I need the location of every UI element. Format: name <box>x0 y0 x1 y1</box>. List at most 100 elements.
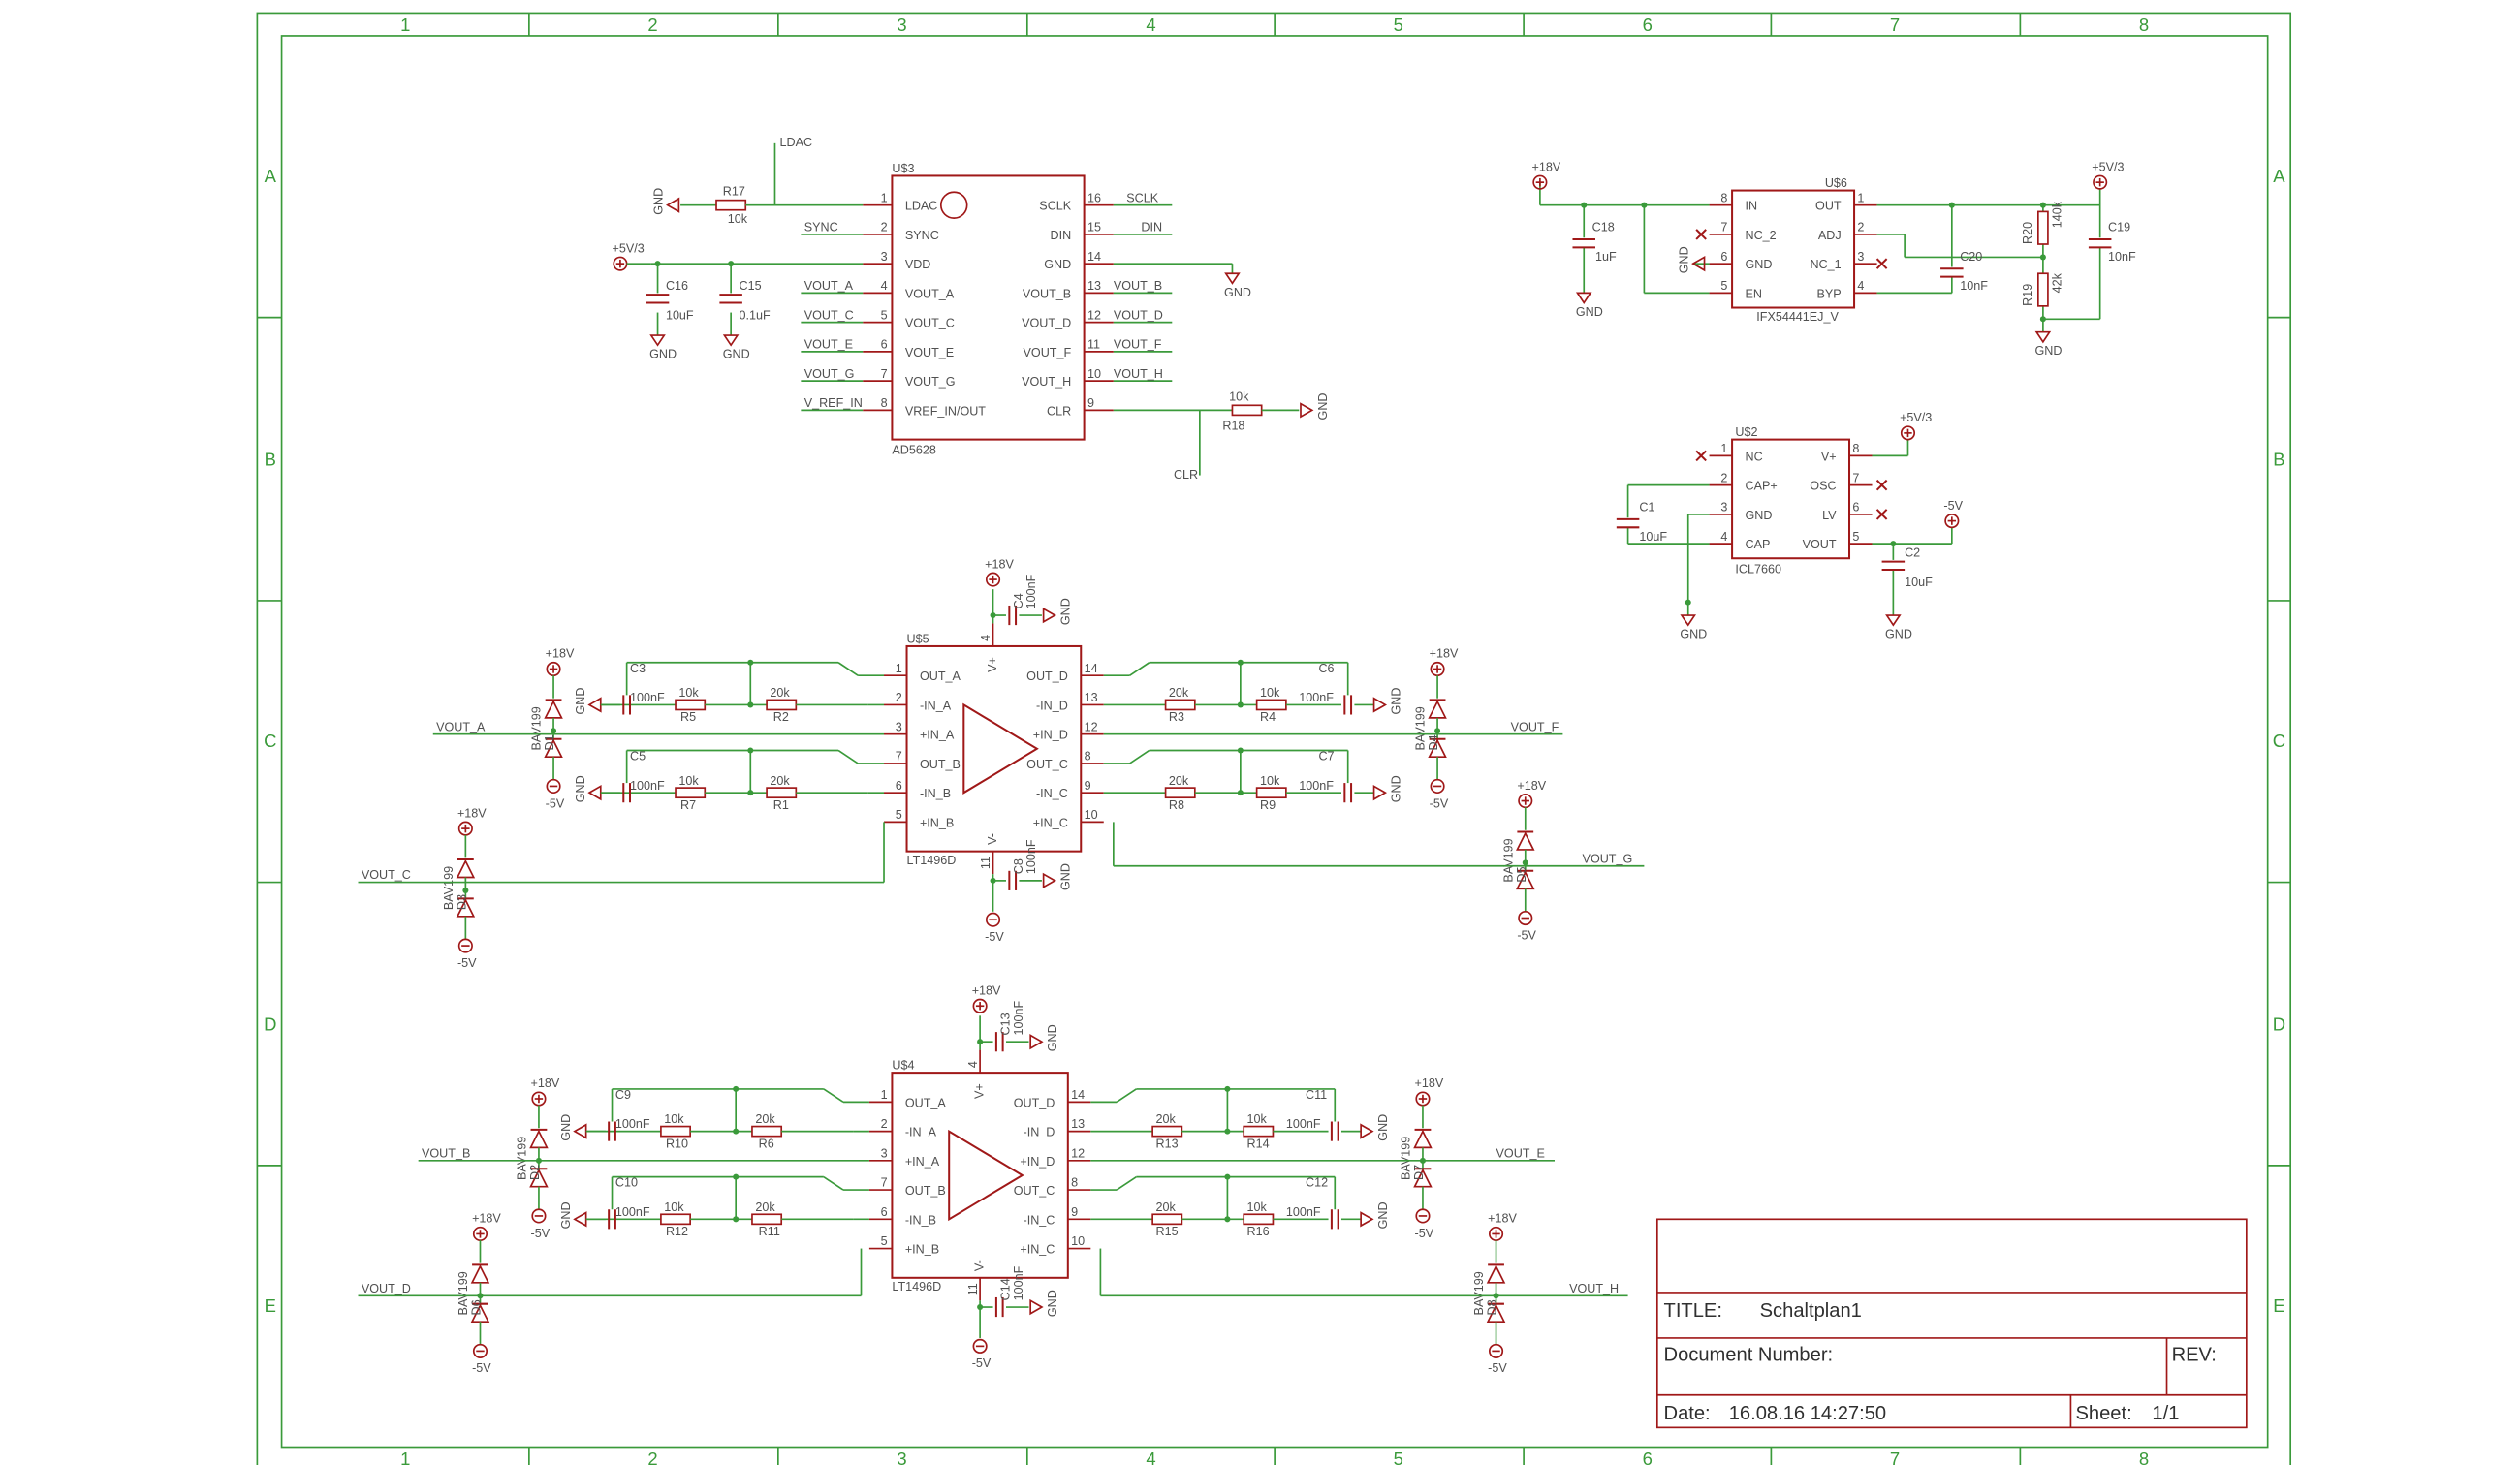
gnd-symbol <box>1029 1034 1044 1050</box>
diode-value: BAV199 <box>530 706 544 750</box>
resistor-name: R16 <box>1247 1225 1270 1238</box>
supply-symbol <box>972 998 988 1013</box>
supply-symbol <box>1430 778 1445 794</box>
r17-resistor: R17 10k <box>680 185 775 226</box>
junction-dot <box>733 1085 740 1092</box>
resistor-R6 <box>751 1125 783 1138</box>
diode-value: BAV199 <box>457 1271 470 1315</box>
u4-pin-name: OUT_D <box>1014 1096 1055 1109</box>
u3-pin-name: VOUT_G <box>905 375 956 389</box>
resistor-R4 <box>1255 699 1287 711</box>
diode-name: D4 <box>1427 734 1440 750</box>
c2-capacitor <box>1881 560 1906 572</box>
sheet-value: 1/1 <box>2152 1403 2179 1424</box>
gnd-symbol <box>1360 1123 1374 1139</box>
net-label: DIN <box>1141 221 1162 234</box>
u5-vminus-label: V- <box>986 833 999 845</box>
c1-value: 10uF <box>1639 530 1667 544</box>
supply-label: +18V <box>1531 160 1560 173</box>
row-label: D <box>2273 1013 2285 1034</box>
u4-pin-name: +IN_C <box>1020 1243 1055 1257</box>
row-label: B <box>265 449 276 469</box>
u3-pin-num: 4 <box>881 279 888 293</box>
u5-pin-name: -IN_B <box>920 787 951 800</box>
u4-pin-num: 13 <box>1071 1117 1085 1131</box>
net-label: VOUT_E <box>804 338 853 352</box>
resistor-value: 20k <box>1156 1200 1177 1214</box>
u2-pin-name: NC <box>1746 450 1763 463</box>
resistor-name: R9 <box>1260 798 1276 812</box>
diode-D4 <box>1428 700 1447 719</box>
u6-pin-name: ADJ <box>1818 229 1842 242</box>
sheet-label: Sheet: <box>2075 1403 2131 1424</box>
u3-pin-num: 13 <box>1087 279 1101 293</box>
supply-label: +5V/3 <box>2092 160 2124 173</box>
u4-pin-num: 7 <box>881 1176 888 1190</box>
net-label-clr: CLR <box>1174 468 1198 482</box>
u3-pin-num: 11 <box>1087 338 1100 352</box>
cap-value: 100nF <box>1286 1205 1321 1219</box>
junction-dot <box>2039 254 2046 261</box>
resistor-R5 <box>675 699 707 711</box>
diode-D1 <box>544 700 563 719</box>
u6-pin-name: IN <box>1746 200 1758 213</box>
diode-value: BAV199 <box>1400 1137 1413 1180</box>
resistor-value: 10k <box>1247 1112 1268 1126</box>
wire <box>1129 749 1150 764</box>
net-label: VOUT_A <box>804 279 854 293</box>
u3-pin-num: 8 <box>881 396 888 410</box>
u3-pin-num: 9 <box>1087 396 1094 410</box>
u3-pin-name: GND <box>1044 258 1071 271</box>
gnd-label: GND <box>1389 688 1402 715</box>
c18-capacitor <box>1572 237 1595 249</box>
supply-label: -5V <box>985 930 1004 944</box>
gnd-symbol <box>1042 872 1057 889</box>
c2-name: C2 <box>1905 546 1920 560</box>
row-label: B <box>2273 449 2284 469</box>
cap-value: 100nF <box>1012 1265 1025 1300</box>
u5-pin-num: 6 <box>896 779 902 793</box>
wire <box>1116 1175 1137 1191</box>
u5-pin-name: +IN_A <box>920 729 955 742</box>
u4-pin-name: -IN_B <box>905 1213 936 1227</box>
u2-pin-num: 2 <box>1720 471 1727 484</box>
net-label: VOUT_G <box>1583 852 1633 865</box>
junction-dot <box>1224 1216 1231 1223</box>
resistor-name: R11 <box>759 1225 780 1238</box>
supply-label: -5V <box>1488 1361 1507 1375</box>
junction-dot <box>733 1173 740 1180</box>
junction-dot <box>733 1128 740 1135</box>
diode-name: D8 <box>1486 1299 1499 1315</box>
gnd-symbol <box>1372 697 1388 713</box>
u6-pin-num: 5 <box>1720 279 1727 293</box>
u4-vplus-label: V+ <box>972 1083 986 1099</box>
u4-pin-name: +IN_B <box>905 1243 939 1257</box>
resistor-value: 20k <box>1169 686 1189 700</box>
u5-pin-name: OUT_A <box>920 670 961 683</box>
junction-dot <box>2039 316 2046 323</box>
resistor-R15 <box>1151 1213 1183 1226</box>
net-label: VOUT_F <box>1114 338 1162 352</box>
u2-pin-name: V+ <box>1821 450 1837 463</box>
resistor-value: 10k <box>1260 774 1280 788</box>
resistor-value: 10k <box>678 686 699 700</box>
c15-value: 0.1uF <box>740 308 771 322</box>
u5-pin-num: 3 <box>896 720 902 733</box>
diode-value: BAV199 <box>1501 838 1515 882</box>
frame-labels: 1 2 3 4 5 6 7 8 1 2 3 4 5 6 7 8 A B C D … <box>264 15 2285 1465</box>
resistor-R16 <box>1243 1213 1275 1226</box>
supply-symbol <box>546 778 561 794</box>
net-label: SCLK <box>1126 191 1158 204</box>
diode-value: BAV199 <box>1472 1271 1486 1315</box>
gnd-label: GND <box>559 1114 573 1141</box>
r20-name: R20 <box>2021 222 2034 244</box>
u2-pin-name: VOUT <box>1803 538 1837 551</box>
u5-pin-num: 7 <box>896 750 902 764</box>
u6-pin-num: 1 <box>1857 191 1864 204</box>
u5-pin-name: OUT_D <box>1026 670 1068 683</box>
supply-label: +18V <box>1488 1212 1517 1226</box>
junction-dot <box>1685 599 1691 606</box>
column-label: 2 <box>647 15 657 35</box>
cap-name: C9 <box>615 1088 631 1102</box>
u3-pin-num: 10 <box>1087 367 1101 381</box>
